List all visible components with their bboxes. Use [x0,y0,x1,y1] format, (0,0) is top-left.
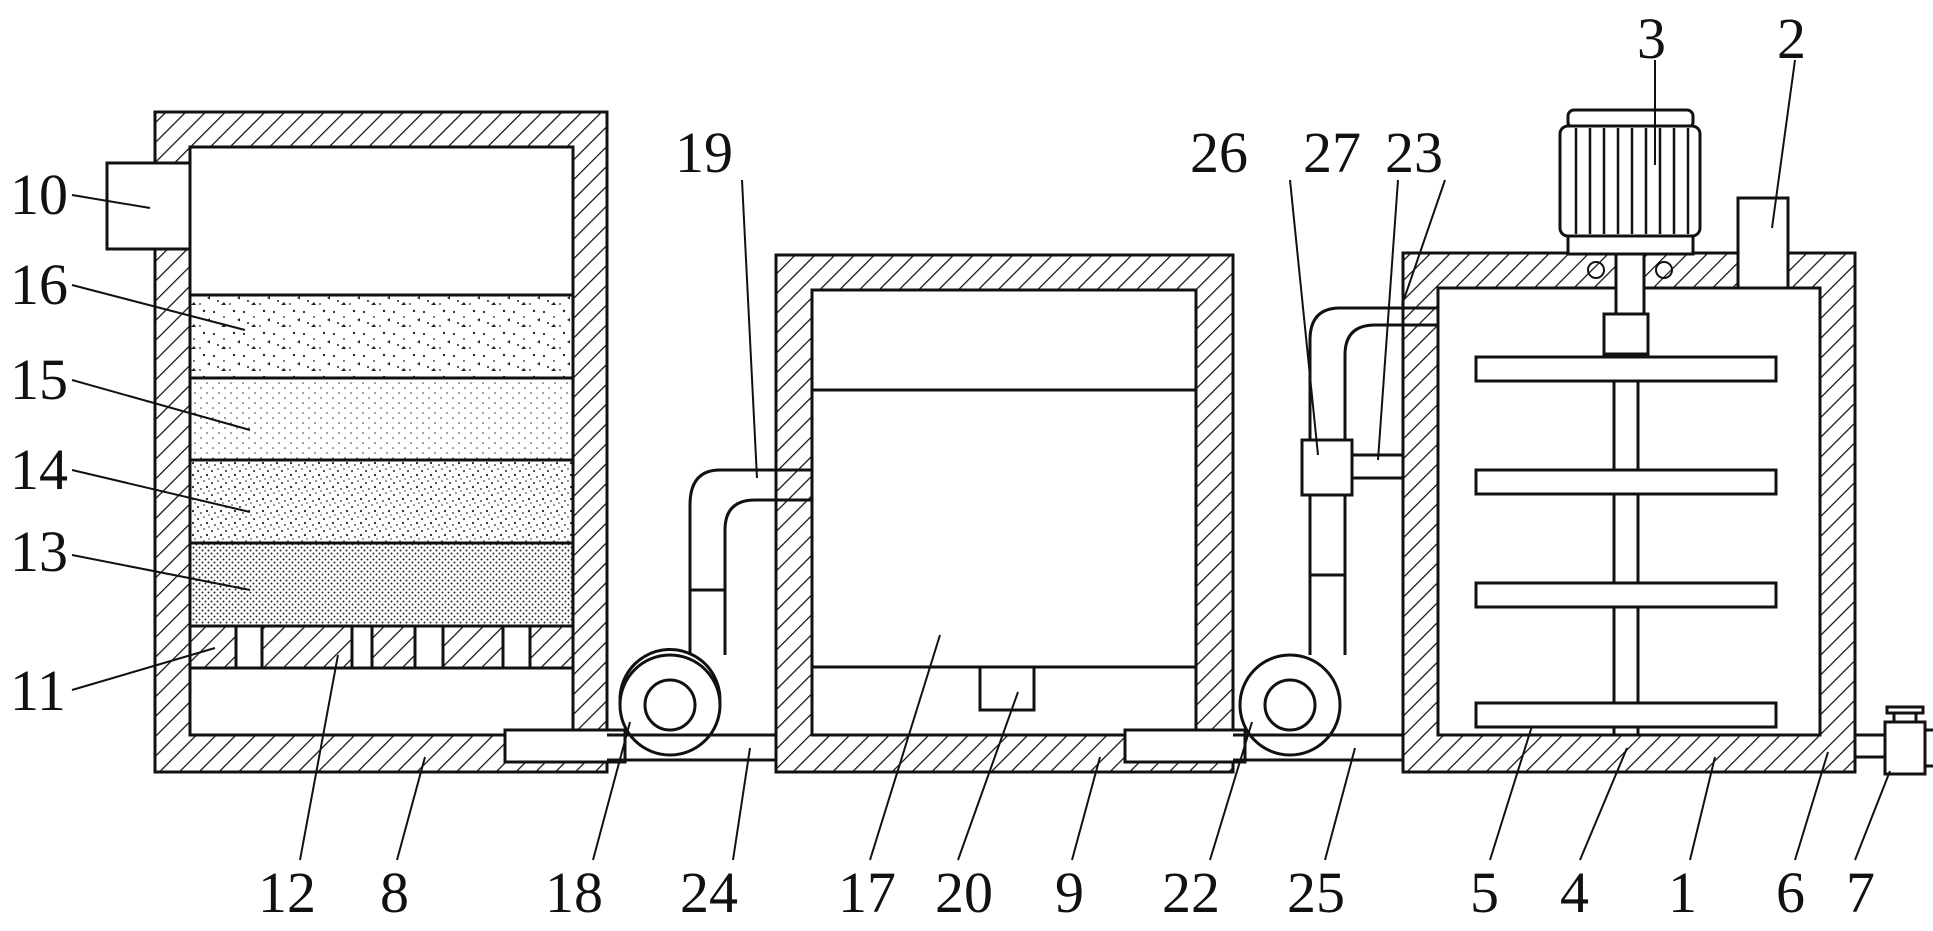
label-24: 24 [680,860,738,925]
labels: 10 16 15 14 13 11 12 8 18 24 19 17 20 9 … [10,6,1875,925]
mixing-tank [1401,108,1933,776]
label-11: 11 [10,658,66,723]
label-17: 17 [838,860,896,925]
label-26: 26 [1190,120,1248,185]
pipe-19 [688,468,812,655]
label-2: 2 [1777,6,1806,71]
label-9: 9 [1055,860,1084,925]
label-8: 8 [380,860,409,925]
paddle [1474,581,1778,609]
label-10: 10 [10,162,68,227]
motor [1558,108,1702,316]
valve-26 [1300,438,1354,497]
layer-14 [188,458,575,545]
layer-15 [188,376,575,462]
sensor-20 [978,665,1036,712]
label-13: 13 [10,519,68,584]
label-4: 4 [1560,860,1589,925]
label-12: 12 [258,860,316,925]
leader-lines [71,59,1891,861]
stir-shaft-rod [1612,352,1640,737]
label-15: 15 [10,347,68,412]
pump-22 [1123,653,1342,764]
pump-18 [503,648,722,764]
label-16: 16 [10,252,68,317]
label-22: 22 [1162,860,1220,925]
label-20: 20 [935,860,993,925]
label-18: 18 [545,860,603,925]
middle-tank [774,253,1235,774]
pipe-23 [1308,306,1438,655]
layer-16 [188,293,575,380]
label-3: 3 [1637,6,1666,71]
inlet-pipe-2 [1736,196,1790,290]
paddle [1474,468,1778,496]
label-7: 7 [1846,860,1875,925]
label-6: 6 [1776,860,1805,925]
valve [1883,705,1933,776]
outlet-box [105,161,192,251]
layer-13 [188,541,575,628]
pipe-25 [1233,733,1403,762]
filter-tank [105,110,609,774]
label-19: 19 [675,120,733,185]
label-1: 1 [1668,860,1697,925]
label-25: 25 [1287,860,1345,925]
label-27: 27 [1303,120,1361,185]
label-23: 23 [1385,120,1443,185]
paddle [1474,701,1778,729]
label-5: 5 [1470,860,1499,925]
paddle [1474,355,1778,383]
perforated-plate [188,624,575,670]
label-14: 14 [10,437,68,502]
stir-shaft [1602,312,1650,356]
